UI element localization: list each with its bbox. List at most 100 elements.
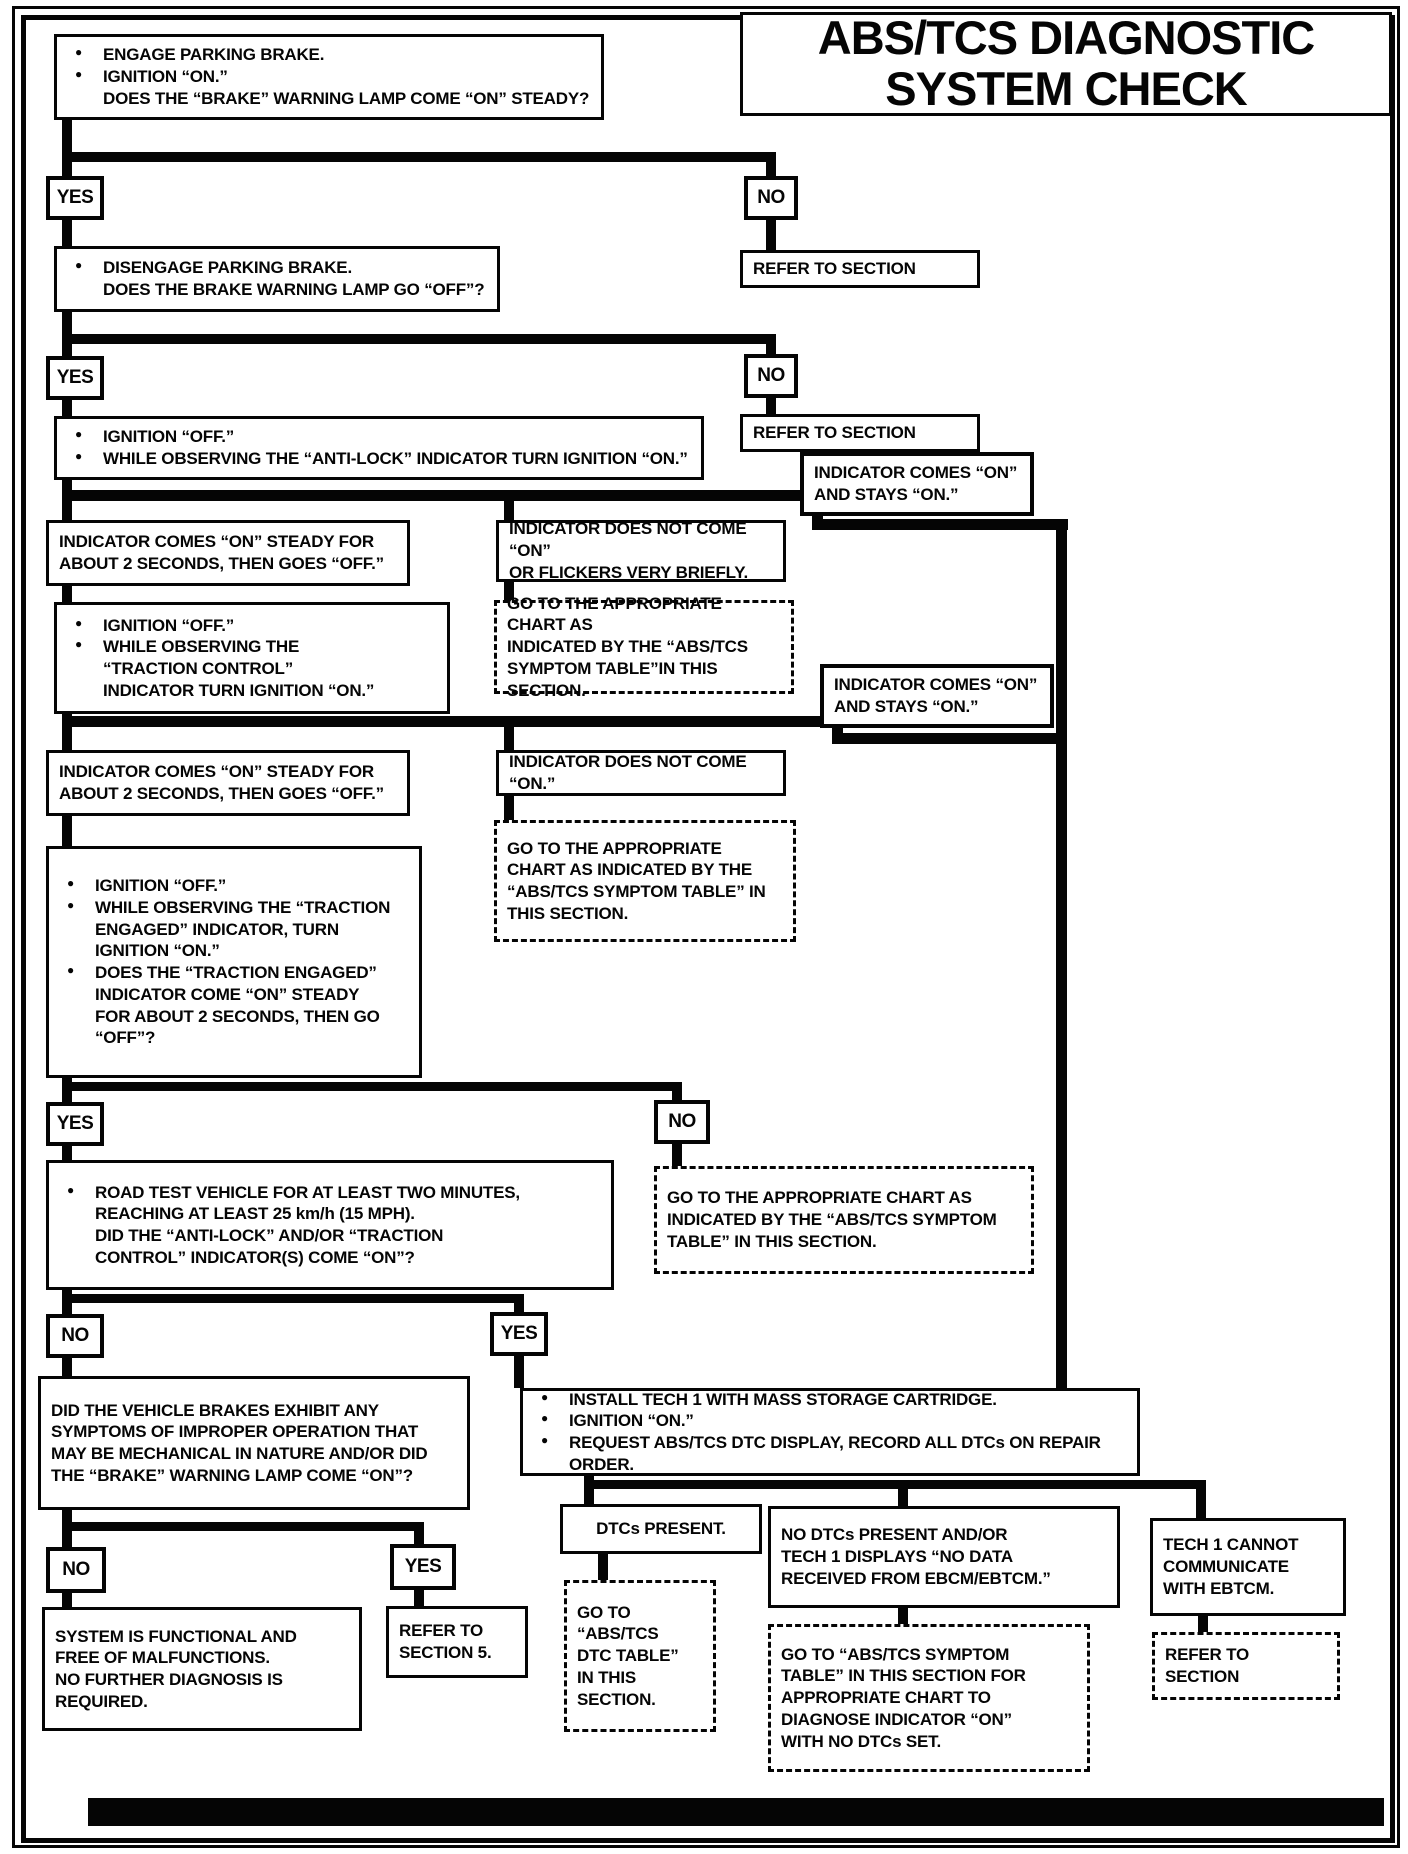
page-title-line1: ABS/TCS DIAGNOSTIC — [817, 11, 1315, 65]
flow-connector — [898, 1489, 908, 1506]
decision-yes: YES — [490, 1312, 548, 1356]
flow-connector — [1196, 1489, 1206, 1518]
node-road-test: ROAD TEST VEHICLE FOR AT LEAST TWO MINUT… — [46, 1160, 614, 1290]
flow-connector — [504, 727, 514, 750]
flow-connector — [62, 490, 804, 501]
node-text-line: SECTION 5. — [399, 1643, 492, 1662]
node-text-line: SECTION — [1165, 1667, 1240, 1686]
node-text-line: SECTION. — [577, 1689, 656, 1709]
node-refer-section-2: REFER TO SECTION — [740, 414, 980, 452]
node-text-line: DOES THE “BRAKE” WARNING LAMP COME “ON” … — [103, 88, 590, 108]
flow-connector — [62, 152, 776, 162]
page-title-line2: SYSTEM CHECK — [885, 62, 1247, 115]
node-text-line: WHILE OBSERVING THE “TRACTION — [59, 897, 409, 919]
decision-no: NO — [46, 1547, 106, 1593]
node-text-line: OR FLICKERS VERY BRIEFLY. — [509, 562, 749, 582]
flow-connector — [504, 582, 514, 600]
node-text-line: IGNITION “ON.” — [533, 1410, 1127, 1432]
node-dtcs-present: DTCs PRESENT. — [560, 1504, 762, 1554]
flow-connector — [62, 1522, 424, 1531]
flow-connector — [1056, 519, 1067, 1390]
flow-connector — [62, 1294, 524, 1303]
flow-connector — [62, 586, 72, 602]
node-text-line: WITH NO DTCs SET. — [781, 1731, 941, 1751]
flow-connector — [766, 398, 776, 414]
node-text-line: TABLE” IN THIS SECTION. — [667, 1231, 877, 1251]
flow-connector — [62, 716, 826, 727]
node-text-line: IGNITION “OFF.” — [67, 426, 691, 448]
node-text-line: SYMPTOM TABLE”IN THIS SECTION. — [507, 658, 718, 700]
flow-connector — [62, 334, 776, 344]
node-refer-section-1: REFER TO SECTION — [740, 250, 980, 288]
node-text-line: DID THE VEHICLE BRAKES EXHIBIT ANY — [51, 1400, 379, 1420]
node-text-line: DIAGNOSE INDICATOR “ON” — [781, 1709, 1012, 1729]
flow-connector — [62, 714, 72, 750]
node-text-line: REACHING AT LEAST 25 km/h (15 MPH). — [95, 1204, 415, 1224]
flow-connector — [766, 334, 776, 354]
flow-connector — [62, 118, 72, 176]
page-bottom-bar — [88, 1798, 1384, 1826]
node-indicator-stays-on-2: INDICATOR COMES “ON”AND STAYS “ON.” — [820, 664, 1054, 728]
flow-connector — [672, 1144, 682, 1166]
node-disengage: DISENGAGE PARKING BRAKE.DOES THE BRAKE W… — [54, 246, 500, 312]
decision-no: NO — [46, 1314, 104, 1358]
node-text-line: DTCs PRESENT. — [596, 1519, 726, 1539]
node-text-line: “ABS/TCS — [577, 1624, 659, 1644]
node-text-line: REFER TO SECTION — [753, 259, 916, 279]
node-indicator-stays-on-1: INDICATOR COMES “ON”AND STAYS “ON.” — [800, 452, 1034, 516]
flow-connector — [832, 733, 1067, 744]
node-text-line: TECH 1 DISPLAYS “NO DATA — [781, 1547, 1013, 1567]
node-text-line: GO TO THE APPROPRIATE — [507, 838, 722, 858]
node-text-line: GO TO “ABS/TCS SYMPTOM — [781, 1644, 1010, 1664]
node-text-line: INSTALL TECH 1 WITH MASS STORAGE CARTRID… — [533, 1389, 1127, 1411]
node-text-line: CONTROL” INDICATOR(S) COME “ON”? — [95, 1247, 415, 1267]
node-text-line: INDICATOR COMES “ON” — [834, 675, 1038, 695]
decision-yes: YES — [46, 176, 104, 220]
flow-connector — [766, 220, 776, 250]
node-text-line: “OFF”? — [95, 1028, 156, 1048]
flow-connector — [598, 1554, 608, 1580]
node-text-line: DOES THE BRAKE WARNING LAMP GO “OFF”? — [103, 280, 485, 299]
decision-yes: YES — [46, 1102, 104, 1146]
node-text-line: REQUEST ABS/TCS DTC DISPLAY, RECORD ALL … — [533, 1432, 1127, 1476]
node-text-line: IN THIS — [577, 1667, 637, 1687]
flow-connector — [504, 796, 514, 820]
node-text-line: INDICATOR COMES “ON” STEADY FOR — [59, 762, 374, 782]
node-start: ENGAGE PARKING BRAKE.IGNITION “ON.”DOES … — [54, 34, 604, 120]
node-text-line: INDICATOR TURN IGNITION “ON.” — [103, 680, 375, 700]
flow-connector — [414, 1590, 424, 1606]
node-text-line: ENGAGE PARKING BRAKE. — [67, 44, 591, 66]
flow-connector — [766, 152, 776, 176]
flow-connector — [414, 1522, 424, 1544]
node-text-line: IGNITION “OFF.” — [67, 615, 437, 637]
decision-no: NO — [744, 354, 798, 398]
node-text-line: WHILE OBSERVING THE “ANTI-LOCK” INDICATO… — [67, 448, 691, 470]
node-text-line: DISENGAGE PARKING BRAKE. — [67, 257, 487, 279]
node-text-line: NO FURTHER DIAGNOSIS IS — [55, 1670, 283, 1689]
node-text-line: SYMPTOMS OF IMPROPER OPERATION THAT — [51, 1422, 419, 1442]
node-text-line: FREE OF MALFUNCTIONS. — [55, 1648, 270, 1668]
flow-connector — [812, 519, 1068, 530]
node-text-line: REFER TO SECTION — [753, 423, 916, 443]
node-text-line: THIS SECTION. — [507, 903, 629, 923]
node-text-line: RECEIVED FROM EBCM/EBTCM.” — [781, 1568, 1051, 1588]
flow-connector — [514, 1294, 524, 1312]
flow-connector — [504, 501, 514, 520]
node-text-line: COMMUNICATE — [1163, 1557, 1289, 1577]
node-install-tech1: INSTALL TECH 1 WITH MASS STORAGE CARTRID… — [520, 1388, 1140, 1476]
flow-connector — [672, 1082, 682, 1100]
node-text-line: “ABS/TCS SYMPTOM TABLE” IN — [507, 882, 766, 901]
node-text-line: INDICATOR COME “ON” STEADY — [95, 984, 360, 1004]
node-ignition-antilock: IGNITION “OFF.”WHILE OBSERVING THE “ANTI… — [54, 416, 704, 480]
decision-no: NO — [744, 176, 798, 220]
node-text-line: DTC TABLE” — [577, 1646, 679, 1666]
node-text-line: REFER TO — [1165, 1645, 1250, 1665]
node-text-line: GO TO — [577, 1602, 631, 1622]
node-text-line: WHILE OBSERVING THE — [67, 636, 437, 658]
